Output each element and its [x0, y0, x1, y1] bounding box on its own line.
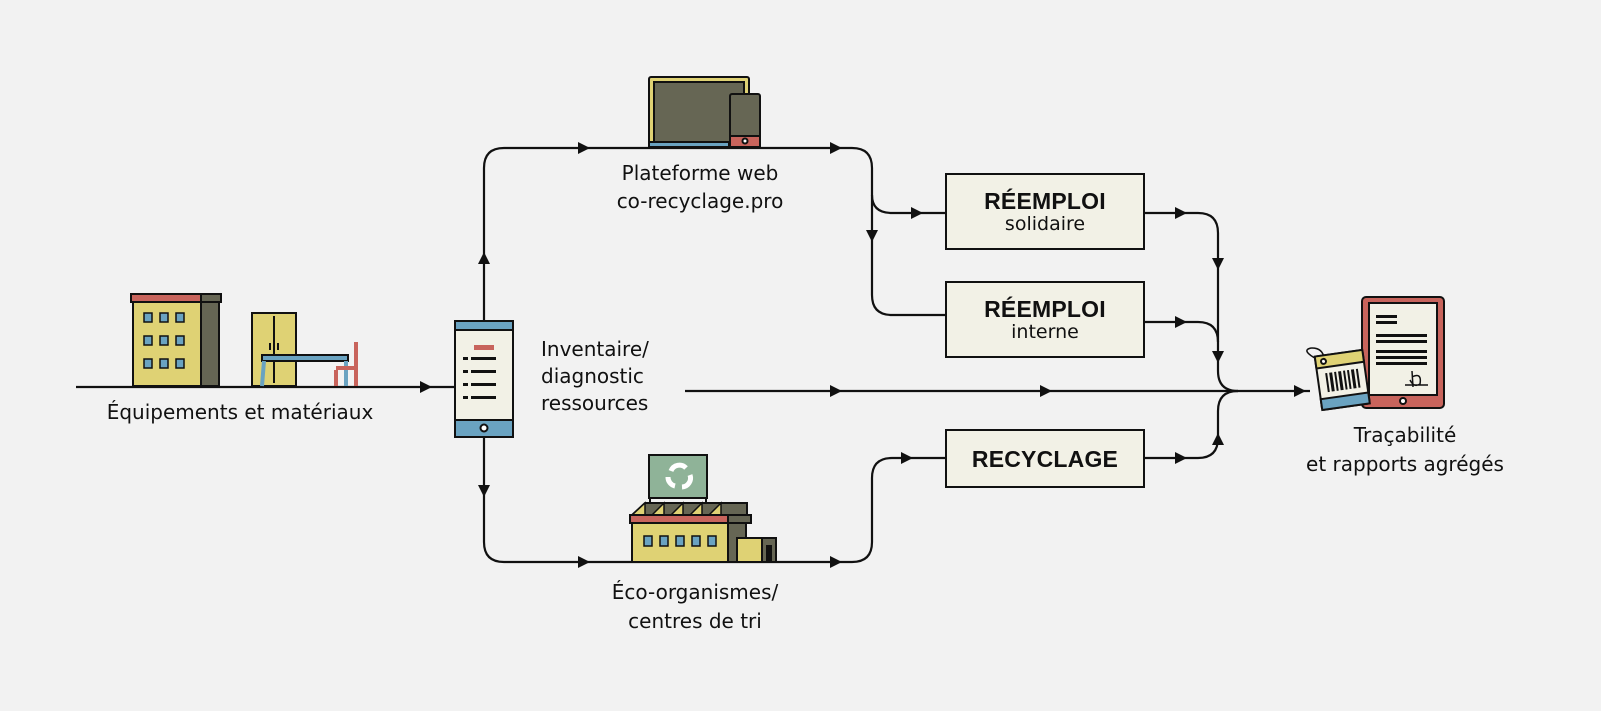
traceability-label-line1: Traçabilité: [1353, 423, 1457, 447]
sorting-center-icon: [629, 454, 777, 563]
arrow-icon: [1175, 316, 1187, 328]
platform-label-line2: co-recyclage.pro: [616, 189, 784, 213]
inventory-label-line2: diagnostic: [541, 364, 644, 388]
eco-label: Éco-organismes/ centres de tri: [585, 578, 805, 636]
arrow-icon: [578, 142, 590, 154]
equipment-label: Équipements et matériaux: [106, 400, 374, 424]
reuse-interne-box: RÉEMPLOI interne: [945, 281, 1145, 358]
arrow-icon: [830, 142, 842, 154]
arrow-icon: [1175, 207, 1187, 219]
laptop-phone-icon: [648, 76, 761, 148]
inventory-label-line1: Inventaire/: [541, 337, 649, 361]
reuse-solidaire-title: RÉEMPLOI: [984, 187, 1106, 214]
arrow-icon: [1212, 433, 1224, 445]
inventory-label-line3: ressources: [541, 391, 649, 415]
traceability-label: Traçabilité et rapports agrégés: [1305, 421, 1505, 479]
arrow-icon: [1294, 385, 1306, 397]
reuse-interne-subtitle: interne: [1011, 320, 1079, 343]
barcode-tag-icon: [1306, 347, 1371, 412]
arrow-icon: [1040, 385, 1052, 397]
edge-platform-solidaire: [870, 194, 945, 215]
eco-label-line1: Éco-organismes/: [611, 580, 779, 604]
edge-interne-traceability: [1145, 320, 1220, 343]
arrow-icon: [1212, 351, 1224, 363]
report-tablet-icon: [1361, 296, 1445, 409]
arrow-icon: [830, 556, 842, 568]
arrow-icon: [420, 381, 432, 393]
reuse-solidaire-subtitle: solidaire: [1004, 212, 1086, 235]
arrow-icon: [578, 556, 590, 568]
arrow-icon: [866, 230, 878, 242]
traceability-label-line2: et rapports agrégés: [1306, 452, 1504, 476]
edge-recycling-traceability: [1145, 389, 1239, 460]
platform-label-line1: Plateforme web: [621, 161, 779, 185]
inventory-tablet-icon: [454, 320, 514, 438]
arrow-icon: [1175, 452, 1187, 464]
arrow-icon: [478, 485, 490, 497]
platform-label: Plateforme web co-recyclage.pro: [585, 159, 815, 215]
edge-solidaire-traceability: [1145, 211, 1239, 393]
edge-inventory-platform: [482, 146, 945, 321]
arrow-icon: [478, 252, 490, 264]
arrow-icon: [901, 452, 913, 464]
arrow-icon: [1212, 258, 1224, 270]
furniture-icon: [251, 312, 358, 387]
edge-inventory-eco: [482, 437, 945, 564]
arrow-icon: [830, 385, 842, 397]
recycling-title: RECYCLAGE: [971, 445, 1119, 472]
recycle-icon: [665, 462, 693, 490]
inventory-label: Inventaire/ diagnostic ressources: [541, 336, 649, 417]
recycling-box: RECYCLAGE: [945, 429, 1145, 488]
eco-label-line2: centres de tri: [628, 609, 762, 633]
arrow-icon: [911, 207, 923, 219]
building-icon: [130, 293, 222, 387]
reuse-solidaire-box: RÉEMPLOI solidaire: [945, 173, 1145, 250]
reuse-interne-title: RÉEMPLOI: [984, 295, 1106, 322]
